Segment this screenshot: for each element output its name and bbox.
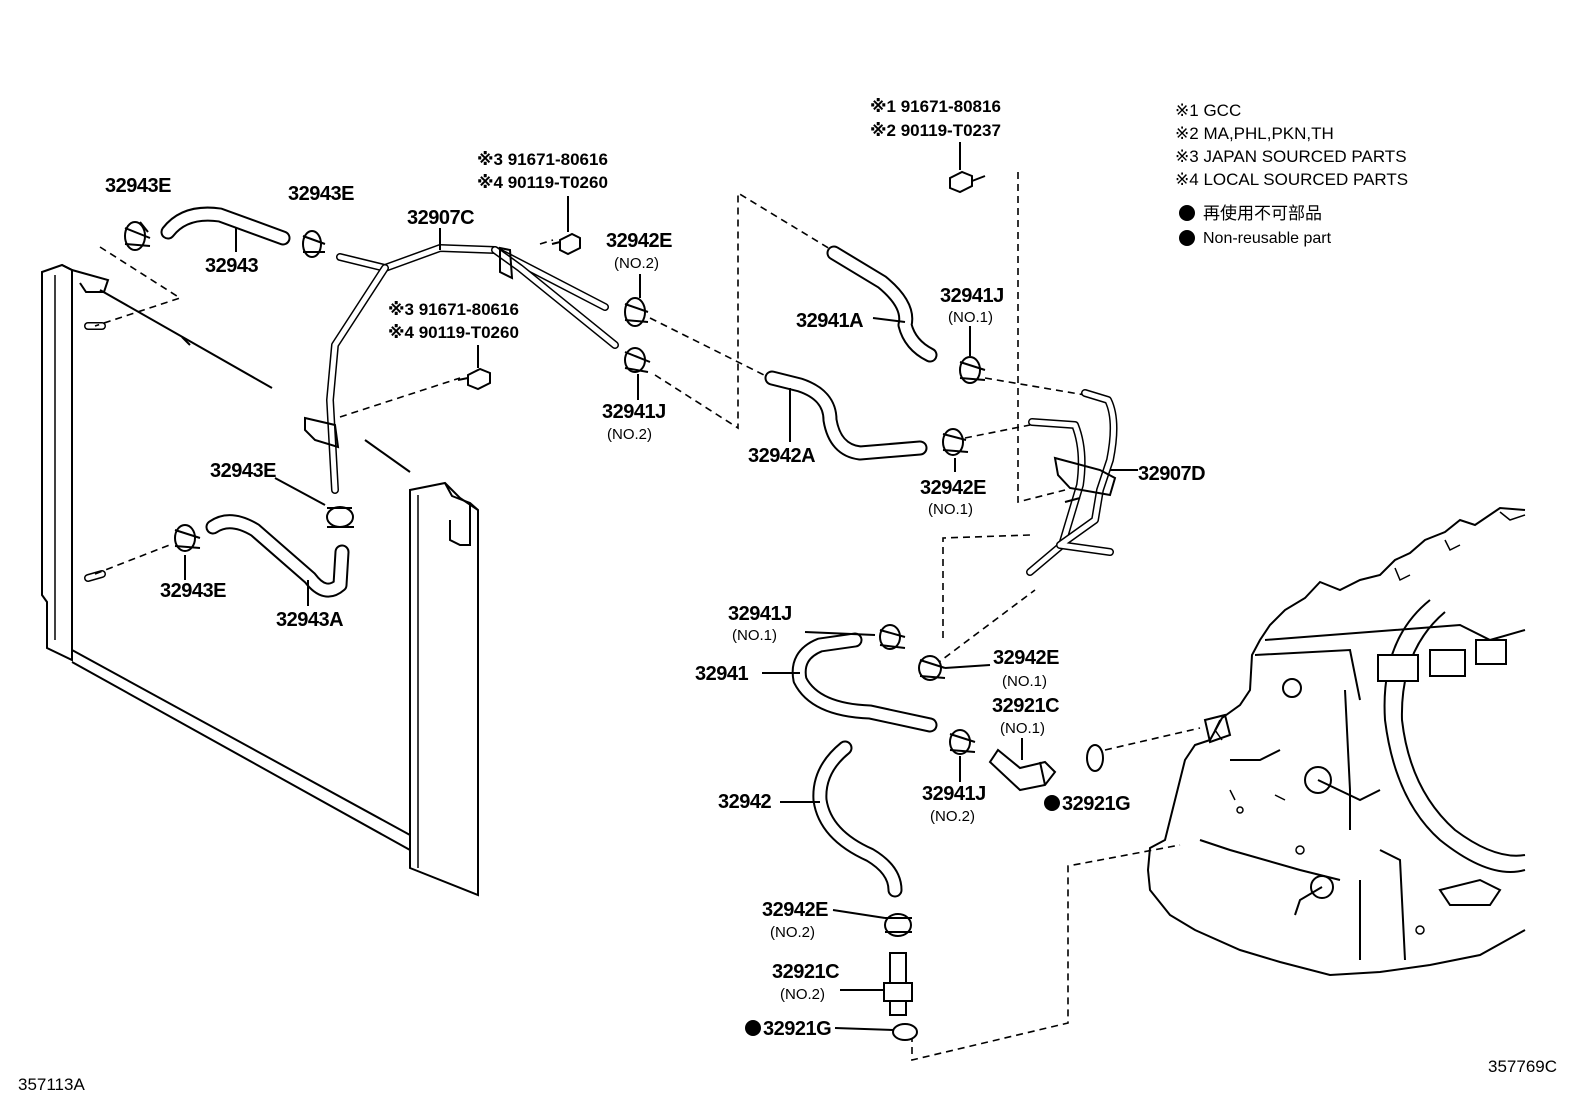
bolt-code-top-mid-1: ※3 91671-80616 <box>477 150 608 169</box>
callout-sub: (NO.1) <box>1000 720 1045 737</box>
callout-32942e: 32942E <box>762 899 828 921</box>
callout-sub: (NO.2) <box>607 426 652 443</box>
note-1: ※1 GCC <box>1175 101 1241 120</box>
gasket-32921g-bottom <box>892 1023 918 1041</box>
callout-leaders <box>184 228 1138 1031</box>
clamp-32943e-bottom-left <box>174 524 201 552</box>
callout-sub: (NO.1) <box>948 309 993 326</box>
part-callouts: 32943E 32943E 32943 32907C 32942E (NO.2)… <box>105 175 1206 1040</box>
notes-block: ※1 GCC ※2 MA,PHL,PKN,TH ※3 JAPAN SOURCED… <box>1175 101 1408 247</box>
callout-32943e: 32943E <box>105 175 171 197</box>
callout-32942: 32942 <box>718 791 771 813</box>
transmission-case-illustration <box>1146 506 1526 977</box>
callout-32941a: 32941A <box>796 310 863 332</box>
figure-code-right: 357769C <box>1488 1057 1557 1076</box>
leader-dashed-lines <box>94 172 1201 1062</box>
non-reusable-dot-icon <box>1179 230 1195 246</box>
clamp-32942e-no1-lower <box>918 655 946 681</box>
clamp-32942e-no2 <box>624 297 649 327</box>
callout-32941j: 32941J <box>602 401 666 423</box>
callout-32942e: 32942E <box>993 647 1059 669</box>
callout-32942e: 32942E <box>606 230 672 252</box>
callout-sub: (NO.2) <box>780 986 825 1003</box>
callout-32943: 32943 <box>205 255 258 277</box>
bolt-code-left-mid-2: ※4 90119-T0260 <box>388 323 519 342</box>
union-32921c-no1 <box>988 748 1057 792</box>
gasket-32921g-right <box>1086 744 1104 772</box>
bolt-top-mid <box>551 232 581 256</box>
clamp-parts <box>124 221 986 937</box>
callout-32943e: 32943E <box>210 460 276 482</box>
non-reusable-dot-icon <box>1044 795 1060 811</box>
callout-sub: (NO.1) <box>1002 673 1047 690</box>
callout-32907d: 32907D <box>1138 463 1205 485</box>
callout-sub: (NO.2) <box>614 255 659 272</box>
bolt-code-labels: ※1 91671-80816 ※2 90119-T0237 ※3 91671-8… <box>388 97 1001 368</box>
non-reusable-dot-icon <box>1179 205 1195 221</box>
callout-sub: (NO.1) <box>732 627 777 644</box>
clamp-32943e-mid <box>326 506 354 528</box>
legend-jp: 再使用不可部品 <box>1203 203 1322 223</box>
clamp-32942e-no1-mid <box>942 428 969 456</box>
union-32921c-no2 <box>883 952 913 1016</box>
clamp-32941j-no2-top <box>624 347 651 373</box>
callout-32921c: 32921C <box>992 695 1059 717</box>
bolt-code-left-mid-1: ※3 91671-80616 <box>388 300 519 319</box>
legend-en: Non-reusable part <box>1203 230 1332 247</box>
note-2: ※2 MA,PHL,PKN,TH <box>1175 124 1334 143</box>
note-4: ※4 LOCAL SOURCED PARTS <box>1175 170 1408 189</box>
callout-32941j: 32941J <box>728 603 792 625</box>
clamp-32941j-no1-lower <box>879 624 906 650</box>
radiator-illustration <box>41 263 479 897</box>
bolt-code-top-right-2: ※2 90119-T0237 <box>870 121 1001 140</box>
callout-sub: (NO.1) <box>928 501 973 518</box>
clamp-32941j-no2-lower <box>949 729 976 755</box>
callout-32943a: 32943A <box>276 609 343 631</box>
hoses-and-pipes <box>160 206 1118 898</box>
callout-32943e: 32943E <box>160 580 226 602</box>
clamp-32943e-top-left <box>124 221 151 251</box>
callout-32941j: 32941J <box>922 783 986 805</box>
callout-32942e: 32942E <box>920 477 986 499</box>
callout-32921g: 32921G <box>1062 793 1130 815</box>
clamp-32941j-no1-top <box>959 356 986 384</box>
callout-32942a: 32942A <box>748 445 815 467</box>
callout-sub: (NO.2) <box>770 924 815 941</box>
clamp-32942e-no2-bottom <box>884 913 912 937</box>
callout-sub: (NO.2) <box>930 808 975 825</box>
callout-32921c: 32921C <box>772 961 839 983</box>
bolt-code-top-right-1: ※1 91671-80816 <box>870 97 1001 116</box>
bolt-top-right <box>949 170 986 194</box>
callout-32921g: 32921G <box>763 1018 831 1040</box>
fasteners <box>457 170 1104 1041</box>
callout-32941: 32941 <box>695 663 748 685</box>
callout-32907c: 32907C <box>407 207 474 229</box>
callout-32941j: 32941J <box>940 285 1004 307</box>
non-reusable-dot-icon <box>745 1020 761 1036</box>
callout-32943e: 32943E <box>288 183 354 205</box>
bolt-left-mid <box>457 367 491 391</box>
bolt-code-top-mid-2: ※4 90119-T0260 <box>477 173 608 192</box>
clamp-32943e-top <box>302 230 326 258</box>
note-3: ※3 JAPAN SOURCED PARTS <box>1175 147 1407 166</box>
figure-code-left: 357113A <box>18 1075 85 1094</box>
